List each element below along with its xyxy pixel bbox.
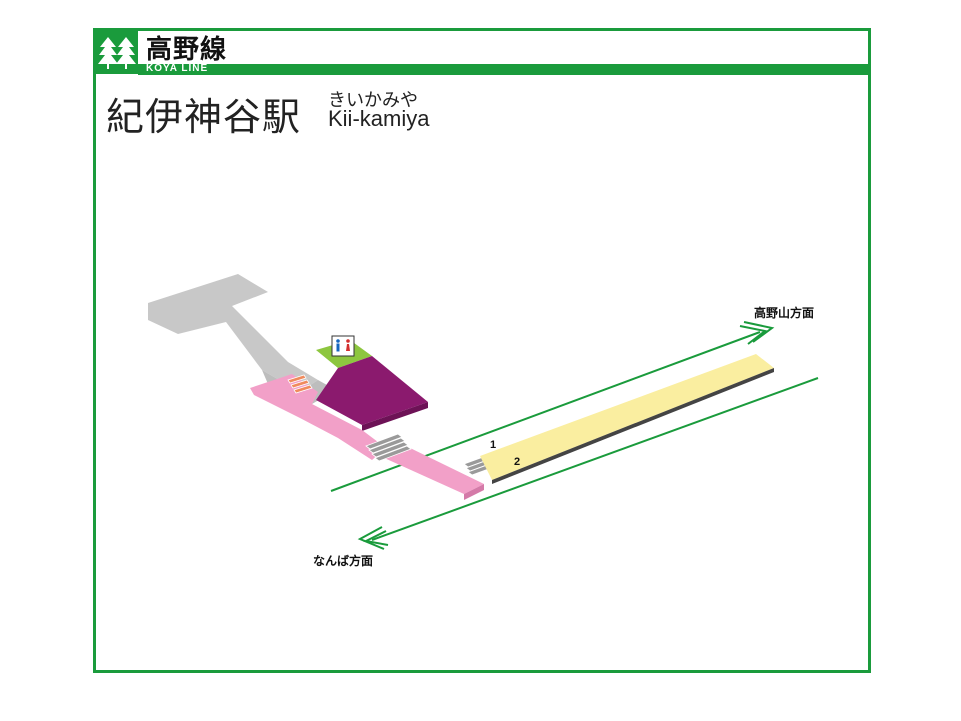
platform-side: [492, 368, 774, 484]
arrow-up-direction-icon: [739, 321, 775, 345]
restroom-icon: [331, 335, 355, 357]
tree-icon: [98, 37, 136, 69]
pathway-lower-side: [464, 484, 484, 500]
waiting-area: [316, 356, 428, 425]
line-name: 高野線: [146, 35, 228, 65]
line-name-en: KOYA LINE: [146, 63, 209, 74]
platform: [480, 354, 774, 480]
concourse-lower-area: [262, 370, 336, 404]
direction-down-label: なんば方面: [313, 554, 374, 568]
ticket-gate-icon: [287, 374, 313, 394]
track-line-lower: [371, 377, 819, 541]
koya-line-logo-icon: [96, 31, 138, 74]
station-name-jp: 紀伊神谷駅: [106, 95, 302, 139]
map-frame: [93, 28, 871, 673]
pathway-lower: [380, 446, 484, 494]
direction-up-label: 高野山方面: [754, 306, 815, 320]
arrow-down-direction-icon: [357, 526, 389, 550]
pathway-area: [250, 374, 386, 460]
station-name-en: Kii-kamiya: [328, 106, 430, 131]
track-number-2: 2: [514, 456, 521, 468]
line-color-bar: [138, 64, 868, 75]
stairs-icon: [365, 433, 412, 462]
track-number-1: 1: [490, 439, 497, 451]
concourse-area: [148, 274, 318, 392]
waiting-area-side: [362, 402, 428, 431]
station-name-kana: きいかみや: [328, 90, 418, 111]
